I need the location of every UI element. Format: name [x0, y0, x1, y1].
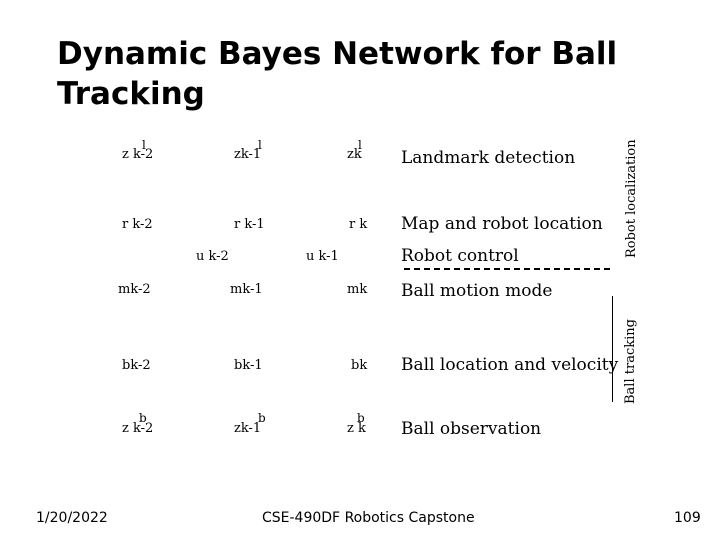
node-superscript: b: [139, 411, 147, 425]
node-m-k-1: mk-1: [230, 282, 263, 297]
node-superscript: l: [358, 138, 362, 152]
node-label: zk: [347, 147, 362, 162]
row-label-ball-observation: Ball observation: [401, 419, 542, 439]
node-r-k-1: r k-1: [234, 217, 265, 232]
section-divider: [404, 268, 610, 270]
footer-course: CSE-490DF Robotics Capstone: [262, 510, 475, 526]
node-r-k-2: r k-2: [122, 217, 153, 232]
node-u-k-1: u k-1: [306, 249, 339, 264]
node-label: z k: [347, 421, 366, 436]
footer-date: 1/20/2022: [36, 510, 108, 526]
node-z-landmark-k: l zk: [347, 139, 362, 162]
node-superscript: b: [258, 411, 266, 425]
slide-title: Dynamic Bayes Network for Ball Tracking: [57, 36, 618, 112]
node-label: z k-2: [122, 421, 154, 436]
node-m-k-2: mk-2: [118, 282, 151, 297]
node-label: zk-1: [234, 147, 262, 162]
node-superscript: b: [357, 411, 365, 425]
node-z-ball-k-2: b z k-2: [122, 412, 154, 436]
row-label-landmark: Landmark detection: [401, 148, 576, 168]
node-z-landmark-k-2: l z k-2: [122, 139, 154, 162]
node-m-k: mk: [347, 282, 368, 297]
row-label-ball-location: Ball location and velocity: [401, 355, 619, 375]
side-label-localization: Robot localization: [624, 139, 639, 258]
node-b-k-1: bk-1: [234, 358, 263, 373]
node-label: zk-1: [234, 421, 262, 436]
node-r-k: r k: [349, 217, 368, 232]
node-superscript: l: [258, 138, 262, 152]
node-b-k-2: bk-2: [122, 358, 151, 373]
node-z-landmark-k-1: l zk-1: [234, 139, 262, 162]
node-label: z k-2: [122, 147, 154, 162]
row-label-motion: Ball motion mode: [401, 281, 553, 301]
node-b-k: bk: [351, 358, 368, 373]
node-u-k-2: u k-2: [196, 249, 229, 264]
side-divider-line: [612, 296, 613, 402]
footer-page-number: 109: [674, 510, 701, 526]
row-label-map-location: Map and robot location: [401, 214, 603, 234]
side-label-tracking: Ball tracking: [623, 319, 638, 404]
row-label-control: Robot control: [401, 246, 519, 266]
node-z-ball-k: b z k: [347, 412, 366, 436]
node-superscript: l: [142, 138, 146, 152]
node-z-ball-k-1: b zk-1: [234, 412, 266, 436]
